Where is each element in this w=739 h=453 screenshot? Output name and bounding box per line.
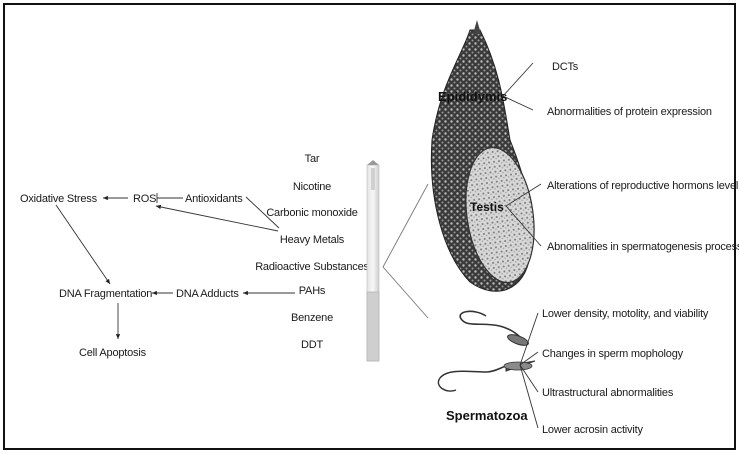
oxidative-to-dna-fragmentation-arrow <box>56 205 110 284</box>
testis-label: Testis <box>470 200 504 214</box>
sperm-connector <box>520 365 538 392</box>
epididymis-testis-illustration <box>431 20 542 291</box>
toxicant-item: PAHs <box>299 285 326 297</box>
epididymis-effect: Abnormalities of protein expression <box>547 106 712 118</box>
epididymis-label: Epididymis <box>438 89 507 104</box>
spermatozoa-label: Spermatozoa <box>446 408 528 423</box>
toxicant-item: Heavy Metals <box>280 234 345 246</box>
sperm-effect: Changes in sperm mophology <box>542 348 684 360</box>
epididymis-connector <box>503 63 533 96</box>
cell-apoptosis-label: Cell Apoptosis <box>79 347 147 359</box>
ros-label: ROS <box>133 193 156 205</box>
testis-effect: Abnomalities in spermatogenesis process <box>547 241 739 253</box>
sperm-effect: Ultrastructural abnormalities <box>542 387 674 399</box>
toxicant-item: Tar <box>305 153 320 165</box>
toxicants-list: Tar Nicotine Carbonic monoxide Heavy Met… <box>255 153 369 351</box>
testis-effect: Alterations of reproductive hormons leve… <box>547 180 738 192</box>
dna-fragmentation-label: DNA Fragmentation <box>59 288 152 300</box>
epididymis-effect: DCTs <box>552 61 579 73</box>
cigarette-to-epididymis-line <box>383 184 428 267</box>
sperm-effect: Lower acrosin activity <box>542 424 643 436</box>
oxidative-stress-label: Oxidative Stress <box>20 193 98 205</box>
toxicant-item: Benzene <box>291 312 333 324</box>
toxicant-item: DDT <box>301 339 323 351</box>
toxicant-item: Nicotine <box>293 181 331 193</box>
toxicant-item: Carbonic monoxide <box>266 207 357 219</box>
epididymis-connector <box>503 96 533 110</box>
spermatozoa-illustration <box>438 311 535 391</box>
dna-adducts-label: DNA Adducts <box>176 288 239 300</box>
toxicant-item: Radioactive Substances <box>255 261 369 273</box>
cigarette-to-sperm-line <box>383 267 428 318</box>
cigarette-icon <box>367 160 379 361</box>
antioxidants-label: Antioxidants <box>185 193 243 205</box>
sperm-effect: Lower density, motolity, and viability <box>542 308 709 320</box>
